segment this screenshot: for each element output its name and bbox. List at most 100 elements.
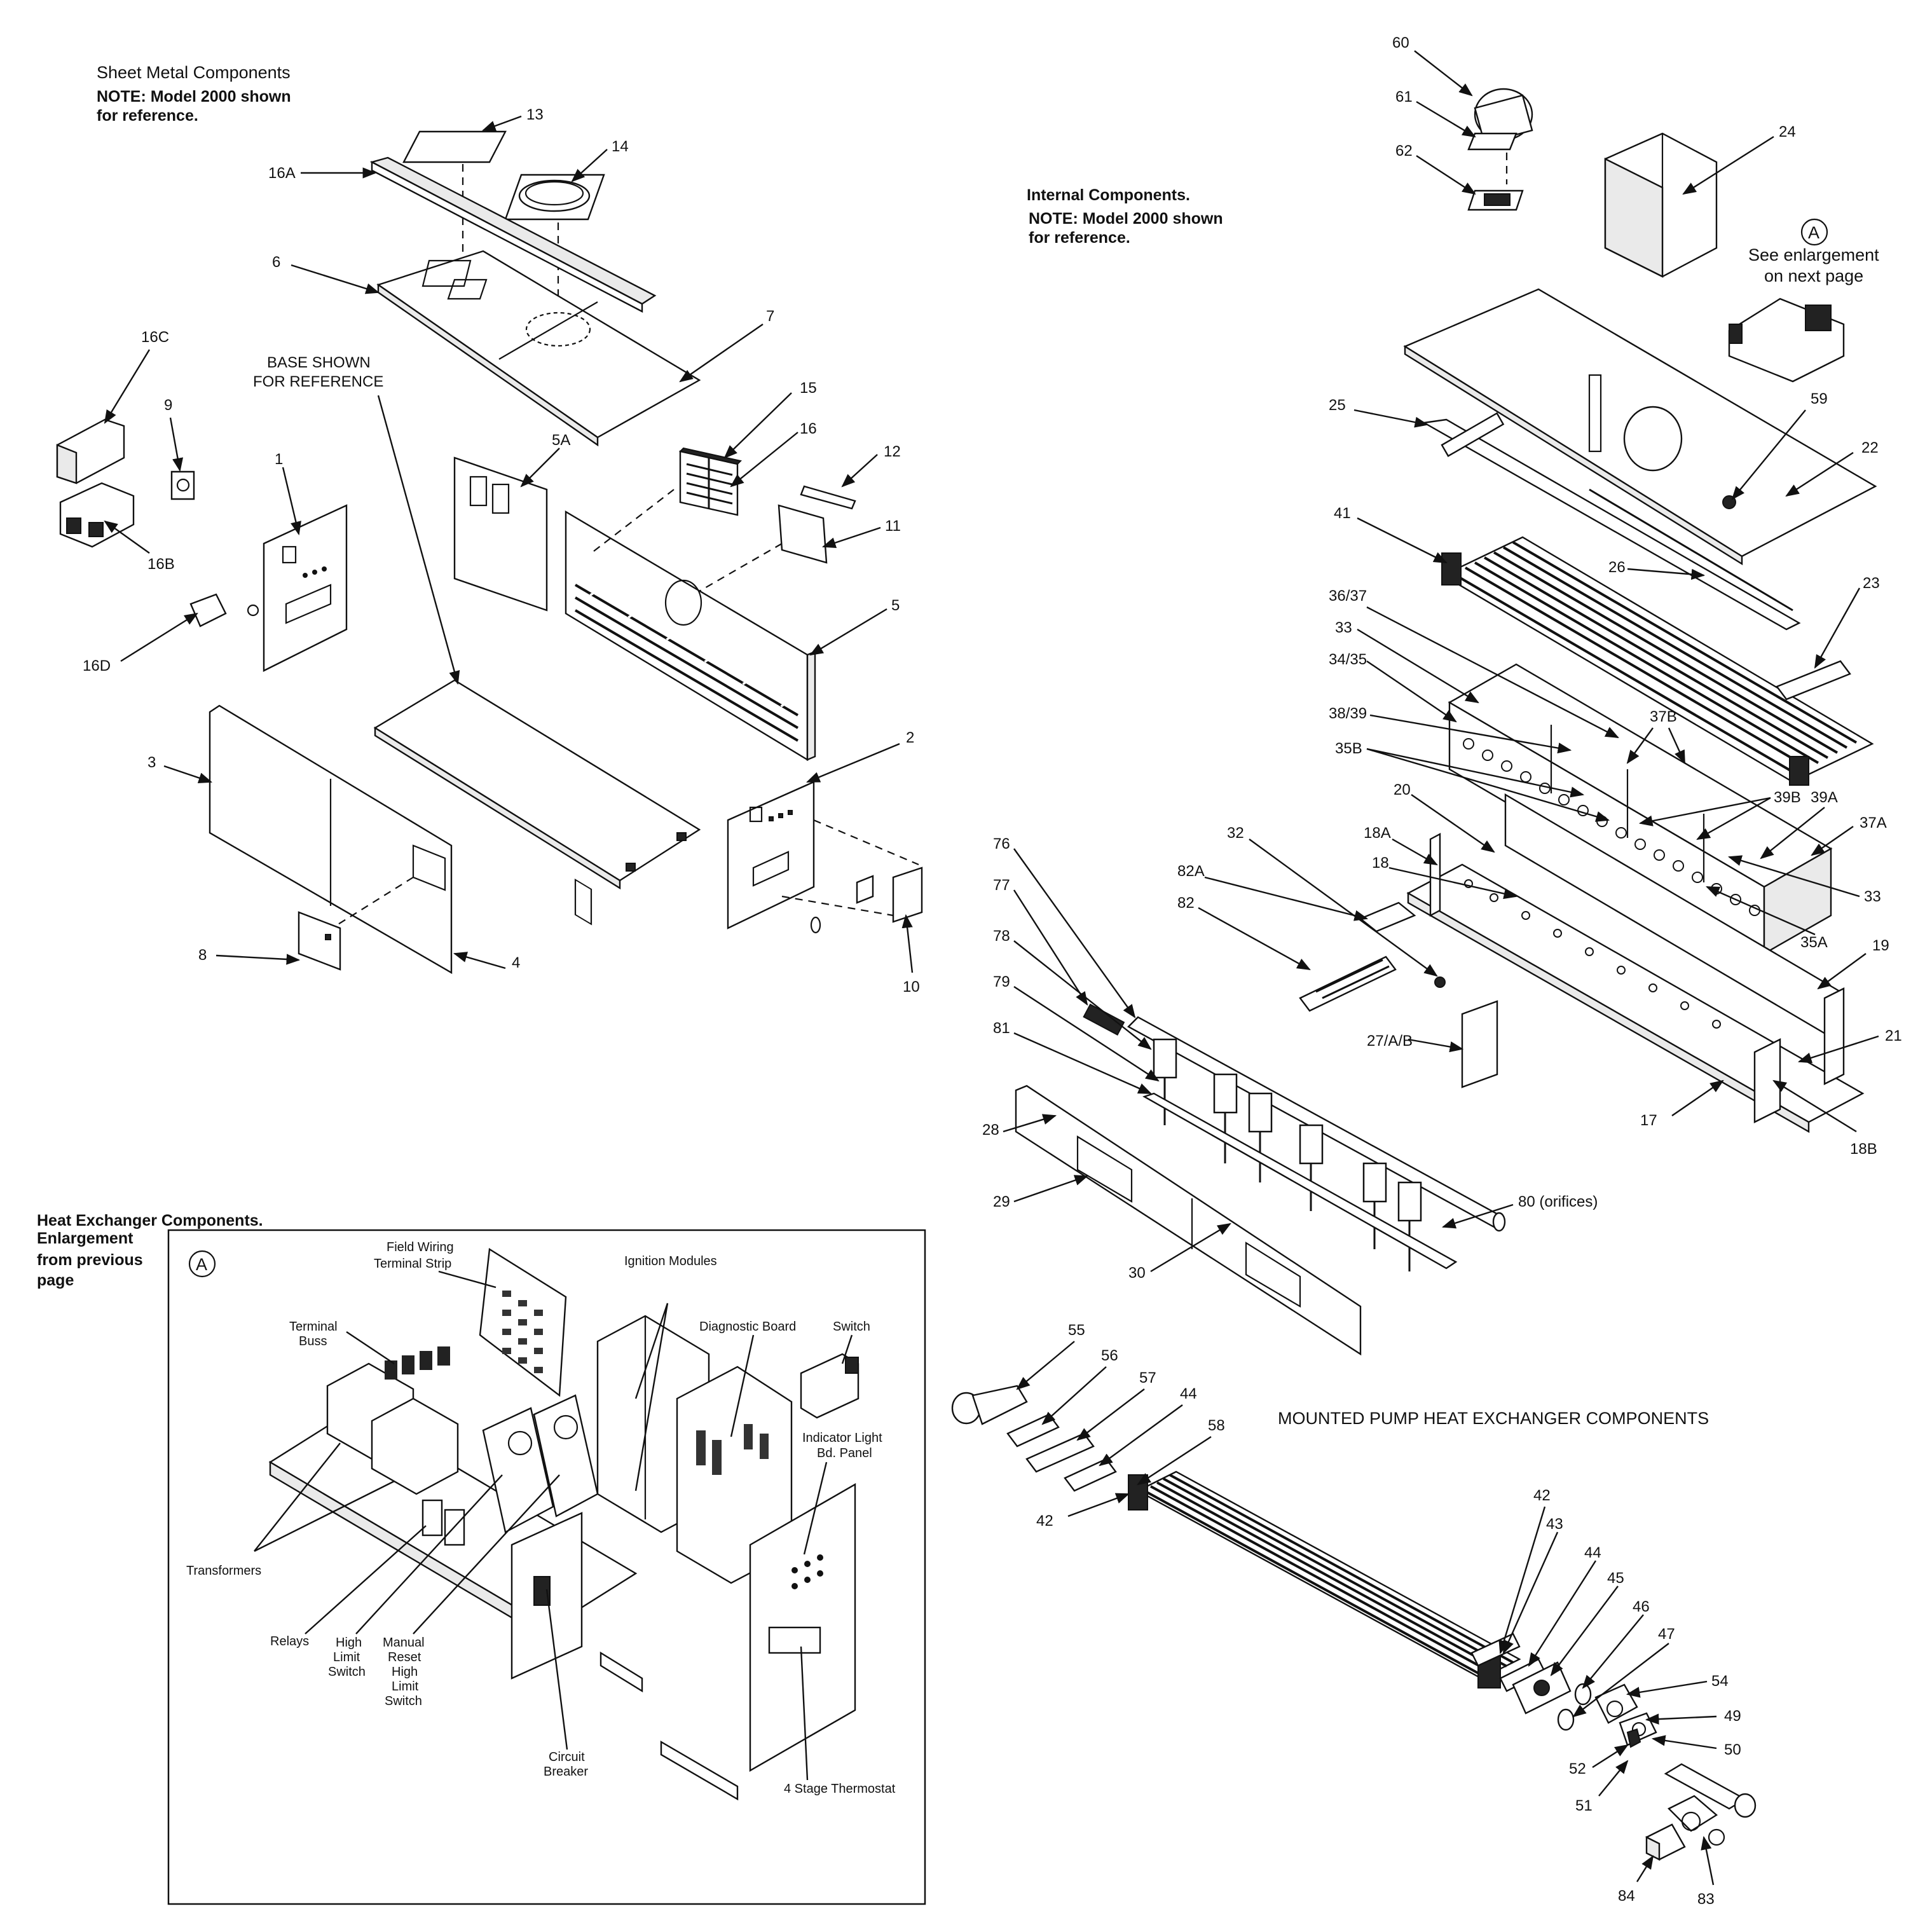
internal-title: Internal Components. <box>1027 186 1190 204</box>
callout-29: 29 <box>993 1193 1010 1210</box>
part-16B-box <box>59 482 135 548</box>
callout-24: 24 <box>1779 123 1796 140</box>
callout-47: 47 <box>1658 1626 1675 1643</box>
callout-9: 9 <box>164 397 172 414</box>
control-assembly-thumbnail <box>1728 298 1845 383</box>
part-13-plate <box>402 130 507 163</box>
callout-23: 23 <box>1863 575 1880 592</box>
label-manual-reset-2: Reset <box>388 1650 421 1664</box>
part-6-7-top-panel <box>376 250 701 447</box>
part-41-heat-exchanger <box>1441 536 1874 786</box>
label-high-limit-3: Switch <box>328 1665 366 1679</box>
callout-16B: 16B <box>147 556 175 573</box>
callout-84: 84 <box>1618 1887 1635 1905</box>
sheet-metal-callouts: 13 14 16A 6 7 16C 9 16B 16D 1 5A 15 16 1… <box>83 106 920 996</box>
callout-17: 17 <box>1640 1112 1657 1129</box>
callout-1: 1 <box>275 451 283 468</box>
part-12-strip <box>800 485 856 510</box>
callout-30: 30 <box>1128 1264 1146 1282</box>
callout-7: 7 <box>766 308 774 325</box>
callout-5A: 5A <box>552 432 570 449</box>
callout-77: 77 <box>993 877 1010 894</box>
part-83-pipe-assembly <box>1664 1763 1757 1846</box>
he-enlarge-1: Enlargement <box>37 1230 134 1247</box>
callout-49: 49 <box>1724 1708 1741 1725</box>
callout-4: 4 <box>512 954 520 971</box>
enlargement-frame <box>167 1229 926 1905</box>
part-44a-gasket <box>1064 1458 1117 1492</box>
enlargement-note-2: on next page <box>1764 266 1863 285</box>
part-9-gasket <box>170 470 195 500</box>
part-17-chassis <box>1406 793 1865 1134</box>
part-22-top-deck <box>1403 288 1877 566</box>
part-84-actuator <box>1645 1823 1686 1861</box>
callout-39A: 39A <box>1811 789 1838 806</box>
callout-44a: 44 <box>1180 1385 1197 1402</box>
callout-39B: 39B <box>1774 789 1801 806</box>
callout-52: 52 <box>1569 1760 1586 1778</box>
align-line <box>699 543 783 592</box>
callout-33b: 33 <box>1864 888 1881 905</box>
callout-79: 79 <box>993 973 1010 990</box>
callout-16C: 16C <box>141 329 169 346</box>
callout-58: 58 <box>1208 1417 1225 1434</box>
callout-55: 55 <box>1068 1322 1085 1339</box>
callout-46: 46 <box>1633 1598 1650 1615</box>
part-2-side-panel <box>727 781 821 934</box>
align-line <box>813 819 919 866</box>
label-thermostat: 4 Stage Thermostat <box>784 1782 896 1796</box>
align-line <box>336 877 414 926</box>
part-15-16-louver <box>679 447 742 516</box>
callout-35B: 35B <box>1335 740 1362 757</box>
label-relays: Relays <box>270 1634 309 1648</box>
callout-2: 2 <box>906 729 914 746</box>
callout-38-39: 38/39 <box>1329 705 1367 722</box>
part-10-plate <box>892 867 923 923</box>
sheet-metal-note-2: for reference. <box>97 107 198 125</box>
label-terminal-1: Terminal <box>289 1320 338 1334</box>
part-80-orifice-manifold <box>1142 1092 1458 1270</box>
callout-59: 59 <box>1811 390 1828 408</box>
label-manual-reset-3: High <box>392 1665 418 1679</box>
part-56-gasket <box>1006 1413 1060 1448</box>
callout-41: 41 <box>1334 505 1351 522</box>
callout-3: 3 <box>147 754 156 771</box>
callout-50: 50 <box>1724 1741 1741 1758</box>
part-32-sensor <box>1434 976 1446 988</box>
label-switch: Switch <box>833 1320 870 1334</box>
heat-exchanger-title: Heat Exchanger Components. <box>37 1212 263 1230</box>
label-diagnostic-board: Diagnostic Board <box>699 1320 796 1334</box>
callout-57: 57 <box>1139 1369 1156 1387</box>
base-panel <box>373 679 701 890</box>
callout-61: 61 <box>1395 88 1413 106</box>
part-26-rail <box>1589 488 1793 612</box>
label-indicator-1: Indicator Light <box>802 1431 882 1445</box>
part-33-combustion-chamber <box>1448 663 1833 956</box>
label-field-wiring-2: Terminal Strip <box>374 1257 451 1271</box>
part-28-burner-front <box>1015 1085 1362 1356</box>
part-23-gasket <box>1776 660 1851 701</box>
part-3-4-front-panel <box>209 704 453 975</box>
part-47-gasket <box>1557 1708 1575 1731</box>
callout-10: 10 <box>903 978 920 996</box>
callout-81: 81 <box>993 1020 1010 1037</box>
internal-note-2: for reference. <box>1029 229 1130 247</box>
part-16D-bracket <box>189 593 227 627</box>
callout-11: 11 <box>885 517 901 535</box>
part-49-50-valve <box>1619 1712 1657 1748</box>
label-field-wiring-1: Field Wiring <box>387 1240 454 1254</box>
part-11-plate <box>778 504 828 564</box>
part-60-61-blower <box>1467 88 1533 184</box>
callout-83: 83 <box>1697 1891 1715 1908</box>
callout-16A: 16A <box>268 165 296 182</box>
enlargement-a-label: A <box>196 1255 207 1274</box>
callout-21: 21 <box>1885 1027 1902 1045</box>
label-indicator-2: Bd. Panel <box>817 1446 872 1460</box>
mounted-heat-exchanger <box>1128 1470 1521 1689</box>
callout-62: 62 <box>1395 142 1413 160</box>
callout-78: 78 <box>993 928 1010 945</box>
label-ignition-modules: Ignition Modules <box>624 1254 717 1268</box>
label-manual-reset-5: Switch <box>385 1694 422 1708</box>
he-enlarge-2: from previous <box>37 1251 143 1269</box>
part-8-plate <box>298 911 341 971</box>
